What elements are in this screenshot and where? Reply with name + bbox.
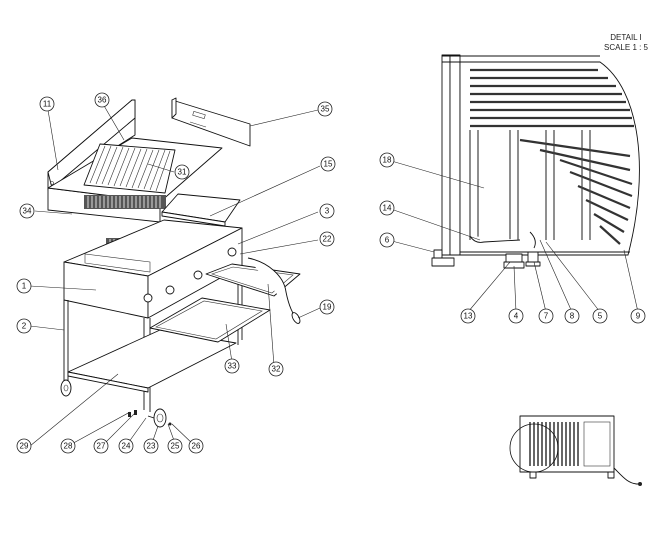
svg-text:24: 24 xyxy=(122,442,131,451)
svg-text:33: 33 xyxy=(228,362,237,371)
svg-text:29: 29 xyxy=(20,442,29,451)
svg-text:27: 27 xyxy=(97,442,106,451)
callout-19: 19 xyxy=(319,299,335,315)
part-35-bracket xyxy=(171,97,251,147)
detail-view: DETAIL I SCALE 1 : 5 xyxy=(431,33,649,269)
svg-text:31: 31 xyxy=(178,168,187,177)
detail-fittings xyxy=(431,249,541,269)
callout-detail-14: 14 xyxy=(379,200,395,216)
callout-35: 35 xyxy=(317,101,333,117)
part-1-grill-body xyxy=(63,219,243,319)
detail-title-line2: SCALE 1 : 5 xyxy=(604,43,649,52)
part-23-wheel xyxy=(153,408,167,428)
callout-15: 15 xyxy=(320,156,336,172)
callout-bubbles: 11 36 35 31 15 34 3 22 1 2 19 32 33 29 2… xyxy=(16,92,646,454)
part-15-griddle-plate xyxy=(161,193,241,227)
callout-detail-6: 6 xyxy=(379,232,395,248)
svg-text:25: 25 xyxy=(171,442,180,451)
svg-text:5: 5 xyxy=(598,312,603,321)
callout-detail-13: 13 xyxy=(460,308,476,324)
svg-text:19: 19 xyxy=(323,303,332,312)
svg-text:32: 32 xyxy=(272,365,281,374)
callout-26: 26 xyxy=(188,438,204,454)
leader-lines xyxy=(29,103,639,447)
part-19-cord xyxy=(247,257,301,324)
svg-text:11: 11 xyxy=(43,100,52,109)
svg-text:8: 8 xyxy=(570,312,575,321)
svg-text:14: 14 xyxy=(383,204,392,213)
svg-text:28: 28 xyxy=(64,442,73,451)
svg-text:23: 23 xyxy=(147,442,156,451)
svg-text:2: 2 xyxy=(22,322,27,331)
svg-text:1: 1 xyxy=(22,282,27,291)
callout-detail-9: 9 xyxy=(630,308,646,324)
callout-1: 1 xyxy=(16,278,32,294)
main-exploded-view xyxy=(47,97,301,428)
svg-text:18: 18 xyxy=(383,156,392,165)
svg-text:26: 26 xyxy=(192,442,201,451)
callout-32: 32 xyxy=(268,361,284,377)
callout-33: 33 xyxy=(224,358,240,374)
svg-text:9: 9 xyxy=(636,312,641,321)
callout-28: 28 xyxy=(60,438,76,454)
callout-detail-4: 4 xyxy=(508,308,524,324)
svg-text:22: 22 xyxy=(323,235,332,244)
overview-thumbnail xyxy=(509,415,642,486)
callout-27: 27 xyxy=(93,438,109,454)
callout-detail-8: 8 xyxy=(564,308,580,324)
callout-23: 23 xyxy=(143,438,159,454)
callout-11: 11 xyxy=(39,96,55,112)
svg-text:36: 36 xyxy=(98,96,107,105)
callout-34: 34 xyxy=(19,203,35,219)
callout-31: 31 xyxy=(174,164,190,180)
callout-detail-7: 7 xyxy=(538,308,554,324)
part-31-grate-upper xyxy=(83,143,176,209)
svg-text:15: 15 xyxy=(324,160,333,169)
svg-text:13: 13 xyxy=(464,312,473,321)
callout-detail-18: 18 xyxy=(379,152,395,168)
callout-25: 25 xyxy=(167,438,183,454)
svg-text:35: 35 xyxy=(321,105,330,114)
callout-2: 2 xyxy=(16,318,32,334)
detail-grate-region xyxy=(459,61,640,256)
callout-24: 24 xyxy=(118,438,134,454)
callout-29: 29 xyxy=(16,438,32,454)
callout-36: 36 xyxy=(94,92,110,108)
svg-text:3: 3 xyxy=(325,207,330,216)
svg-text:6: 6 xyxy=(385,236,390,245)
callout-22: 22 xyxy=(319,231,335,247)
svg-text:34: 34 xyxy=(23,207,32,216)
svg-text:7: 7 xyxy=(544,312,549,321)
wheel-left xyxy=(60,379,72,397)
callout-3: 3 xyxy=(319,203,335,219)
detail-title-line1: DETAIL I xyxy=(610,33,642,42)
svg-text:4: 4 xyxy=(514,312,519,321)
callout-detail-5: 5 xyxy=(592,308,608,324)
